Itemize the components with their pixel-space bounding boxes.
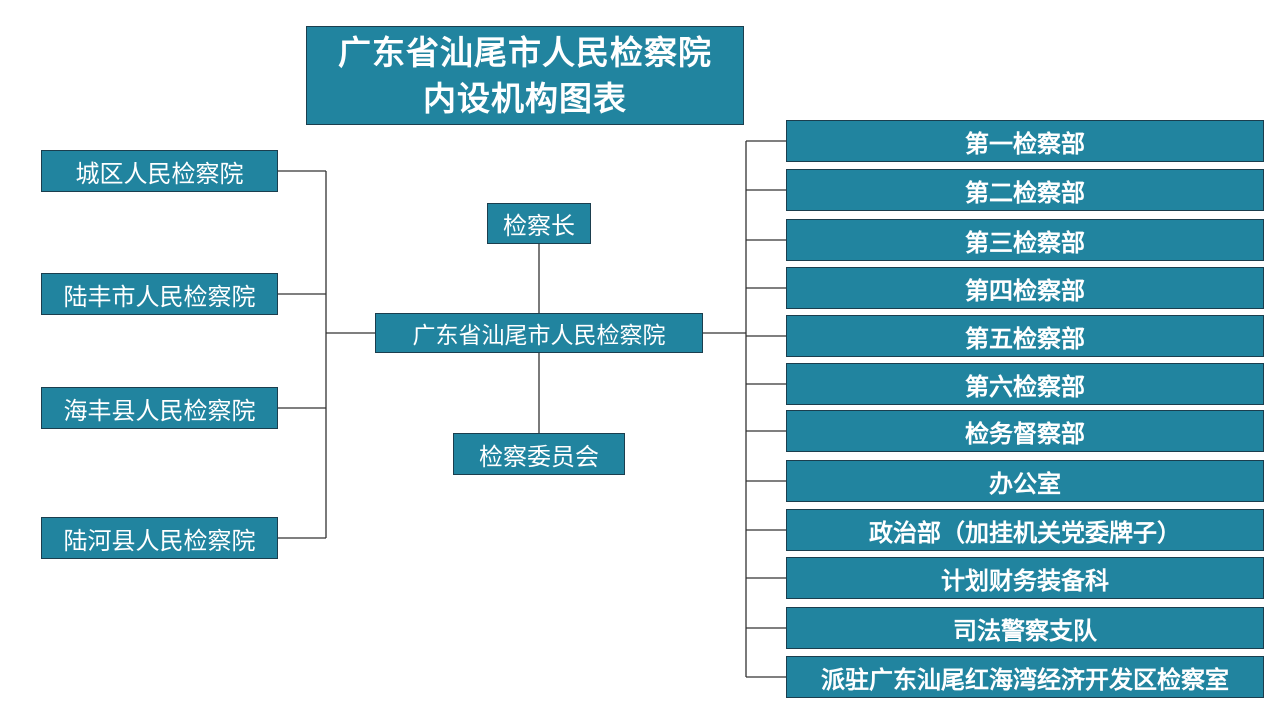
main-procuratorate-label: 广东省汕尾市人民检察院 — [412, 323, 666, 349]
department-label: 第六检察部 — [965, 372, 1085, 401]
department-box: 第三检察部 — [786, 219, 1264, 261]
department-box: 计划财务装备科 — [786, 557, 1264, 599]
department-box: 办公室 — [786, 460, 1264, 502]
department-box: 检务督察部 — [786, 410, 1264, 452]
department-box: 第六检察部 — [786, 363, 1264, 405]
department-label: 第五检察部 — [965, 324, 1085, 353]
left-unit-box: 陆丰市人民检察院 — [41, 273, 278, 315]
department-box: 第二检察部 — [786, 169, 1264, 211]
department-label: 第三检察部 — [965, 228, 1085, 257]
department-label: 计划财务装备科 — [941, 566, 1109, 595]
chief-prosecutor-box: 检察长 — [487, 203, 591, 244]
department-box: 第五检察部 — [786, 315, 1264, 357]
department-label: 第四检察部 — [965, 276, 1085, 305]
left-unit-box: 城区人民检察院 — [41, 150, 278, 192]
left-unit-box: 海丰县人民检察院 — [41, 387, 278, 429]
department-label: 办公室 — [989, 469, 1061, 498]
left-unit-label: 陆丰市人民检察院 — [63, 282, 256, 311]
chart-title-line2: 内设机构图表 — [423, 78, 627, 118]
chief-prosecutor-label: 检察长 — [503, 212, 575, 240]
department-box: 政治部（加挂机关党委牌子） — [786, 509, 1264, 551]
main-procuratorate-box: 广东省汕尾市人民检察院 — [375, 313, 703, 353]
left-unit-label: 陆河县人民检察院 — [63, 526, 256, 555]
chart-title-line1: 广东省汕尾市人民检察院 — [338, 32, 712, 72]
chart-title: 广东省汕尾市人民检察院 内设机构图表 — [306, 26, 744, 125]
department-box: 第四检察部 — [786, 267, 1264, 309]
department-label: 派驻广东汕尾红海湾经济开发区检察室 — [821, 665, 1229, 694]
department-label: 政治部（加挂机关党委牌子） — [869, 518, 1181, 547]
department-label: 第二检察部 — [965, 178, 1085, 207]
department-box: 第一检察部 — [786, 120, 1264, 162]
department-box: 司法警察支队 — [786, 607, 1264, 649]
left-unit-box: 陆河县人民检察院 — [41, 517, 278, 559]
department-label: 司法警察支队 — [953, 616, 1097, 645]
department-label: 第一检察部 — [965, 129, 1085, 158]
procuratorial-committee-label: 检察委员会 — [479, 442, 599, 471]
left-unit-label: 海丰县人民检察院 — [63, 396, 256, 425]
department-box: 派驻广东汕尾红海湾经济开发区检察室 — [786, 656, 1264, 698]
department-label: 检务督察部 — [965, 419, 1085, 448]
procuratorial-committee-box: 检察委员会 — [453, 433, 625, 475]
left-unit-label: 城区人民检察院 — [75, 159, 244, 188]
